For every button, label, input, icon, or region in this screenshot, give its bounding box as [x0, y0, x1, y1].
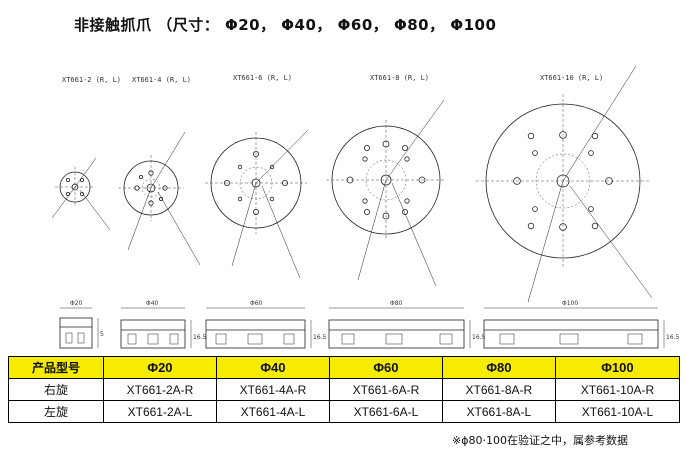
row-label-left: 左旋 — [8, 400, 104, 423]
table-cell: XT661-8A-L — [441, 400, 556, 423]
elevation-view-phi80 — [328, 319, 465, 349]
table-header-phi20: Φ20 — [103, 356, 217, 379]
elevation-view-phi40 — [120, 319, 186, 349]
plan-view-phi80 — [326, 99, 446, 287]
plan-view-phi20 — [51, 157, 111, 231]
table-header-phi60: Φ60 — [328, 356, 443, 379]
plan-view-phi40 — [118, 131, 201, 266]
height-label-1: 5 — [100, 331, 104, 338]
table-cell: XT661-10A-R — [554, 378, 681, 401]
table-cell: XT661-2A-R — [103, 378, 217, 401]
elevation-view-phi60 — [205, 319, 306, 349]
table-row-left: 左旋 XT661-2A-L XT661-4A-L XT661-6A-L XT66… — [8, 400, 681, 423]
table-row-right: 右旋 XT661-2A-R XT661-4A-R XT661-6A-R XT66… — [8, 378, 681, 401]
model-label-2: XT661-4 (R, L) — [132, 76, 191, 84]
table-cell: XT661-4A-R — [215, 378, 330, 401]
model-label-3: XT661-6 (R, L) — [233, 74, 292, 82]
table-header-phi40: Φ40 — [215, 356, 330, 379]
height-label-5: 16.5 — [666, 334, 680, 341]
plan-view-phi60 — [205, 129, 309, 279]
model-label-5: XT661-10 (R, L) — [540, 74, 603, 82]
table-header-row: 产品型号 Φ20 Φ40 Φ60 Φ80 Φ100 — [8, 356, 681, 379]
table-cell: XT661-2A-L — [103, 400, 217, 423]
table-cell: XT661-6A-L — [328, 400, 443, 423]
diameter-label-2: Φ40 — [146, 300, 159, 307]
height-label-3: 16.5 — [313, 334, 327, 341]
technical-drawings: XT661-2 (R, L) XT661-4 (R, L) XT661-6 (R… — [51, 65, 680, 349]
row-label-right: 右旋 — [8, 378, 104, 401]
elevation-view-phi20 — [59, 317, 93, 349]
table-cell: XT661-6A-R — [328, 378, 443, 401]
diameter-label-4: Φ80 — [390, 300, 403, 307]
height-label-2: 16.5 — [193, 334, 207, 341]
table-cell: XT661-4A-L — [215, 400, 330, 423]
spec-table: 产品型号 Φ20 Φ40 Φ60 Φ80 Φ100 右旋 XT661-2A-R … — [8, 356, 681, 423]
table-cell: XT661-8A-R — [441, 378, 556, 401]
table-header-label: 产品型号 — [8, 356, 104, 379]
height-label-4: 16.5 — [472, 334, 486, 341]
table-header-phi100: Φ100 — [554, 356, 681, 379]
table-cell: XT661-10A-L — [554, 400, 681, 423]
footnote: ※ϕ80·100在验证之中，属参考数据 — [452, 434, 628, 447]
elevation-view-phi100 — [483, 319, 659, 349]
diameter-label-5: Φ100 — [562, 300, 578, 307]
model-label-4: XT661-8 (R, L) — [370, 74, 429, 82]
page-title: 非接触抓爪 （尺寸： Φ20， Φ40， Φ60， Φ80， Φ100 — [74, 16, 497, 34]
model-label-1: XT661-2 (R, L) — [62, 76, 121, 84]
diameter-label-1: Φ20 — [70, 300, 83, 307]
plan-view-phi100 — [476, 65, 653, 303]
diameter-label-3: Φ60 — [250, 300, 263, 307]
table-header-phi80: Φ80 — [441, 356, 556, 379]
